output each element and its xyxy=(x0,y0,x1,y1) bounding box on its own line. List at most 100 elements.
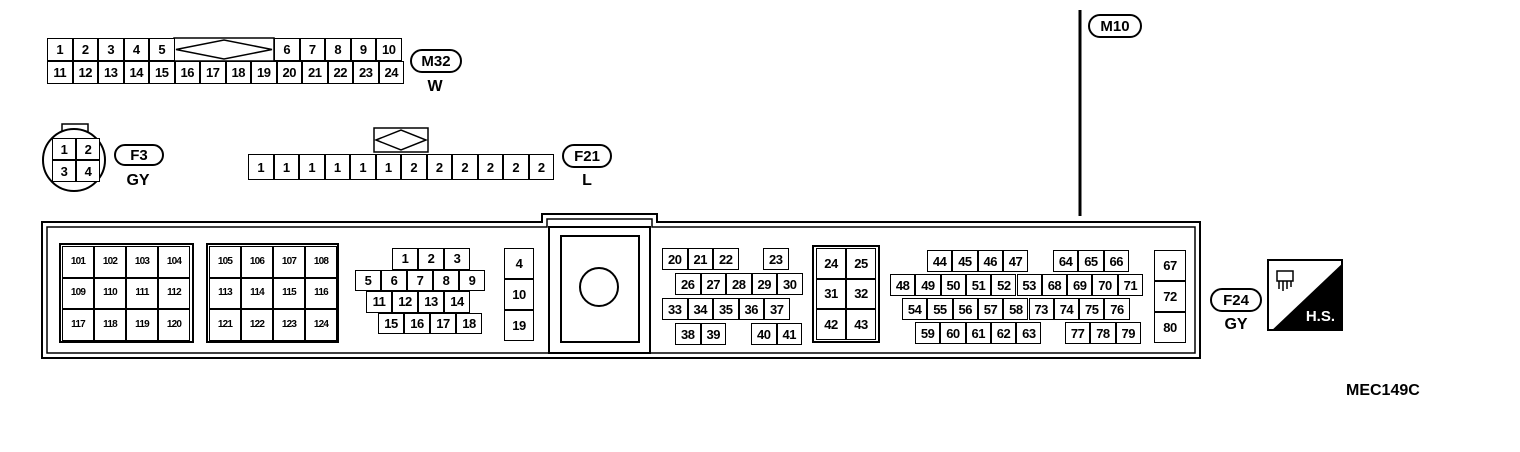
pin-f24-50: 50 xyxy=(940,274,966,296)
m32-key-frame xyxy=(173,37,275,62)
pin-m32-17: 17 xyxy=(200,61,226,84)
pin-f21-4: 1 xyxy=(324,154,350,180)
pin-f24-105: 105 xyxy=(209,246,241,278)
hs-badge: H.S. xyxy=(1267,259,1343,331)
pin-f24-14: 14 xyxy=(444,291,470,313)
pin-m32-13: 13 xyxy=(98,61,124,84)
pin-f21-5: 1 xyxy=(350,154,376,180)
pin-m32-18: 18 xyxy=(225,61,251,84)
pin-f24-19: 19 xyxy=(504,310,534,341)
pin-f21-11: 2 xyxy=(503,154,529,180)
pin-f24-4: 4 xyxy=(504,248,534,279)
f21-key-frame xyxy=(373,127,429,153)
connector-color-f3: GY xyxy=(126,172,150,189)
pin-f24-31: 31 xyxy=(816,278,846,309)
pin-f24-41: 41 xyxy=(776,323,802,345)
pin-f24-71: 71 xyxy=(1117,274,1143,296)
f24-housing-inner xyxy=(46,218,1196,354)
pin-f24-40: 40 xyxy=(751,323,777,345)
pin-f3-1: 1 xyxy=(52,138,76,160)
pin-m32-3: 3 xyxy=(98,38,124,61)
f24-center-bolt xyxy=(579,267,619,307)
pin-f24-44: 44 xyxy=(927,250,953,272)
connector-color-f21: L xyxy=(582,172,592,189)
pin-f24-24: 24 xyxy=(816,248,846,279)
pin-f24-111: 111 xyxy=(126,277,158,309)
pin-f24-59: 59 xyxy=(915,322,941,344)
pin-f21-8: 2 xyxy=(426,154,452,180)
pin-f24-15: 15 xyxy=(378,312,404,334)
pin-f24-17: 17 xyxy=(430,312,456,334)
f24-block-f-frame xyxy=(812,245,880,343)
pin-f24-114: 114 xyxy=(241,277,273,309)
pin-m32-22: 22 xyxy=(327,61,353,84)
pin-f21-9: 2 xyxy=(452,154,478,180)
pin-m32-15: 15 xyxy=(149,61,175,84)
pin-f24-2: 2 xyxy=(418,248,444,270)
f21-key-diamond xyxy=(373,129,429,151)
connector-color-f24: GY xyxy=(1224,316,1248,333)
pin-f24-16: 16 xyxy=(404,312,430,334)
connector-tag-f24: F24 xyxy=(1210,288,1262,312)
pin-f24-113: 113 xyxy=(209,277,241,309)
pin-f24-78: 78 xyxy=(1090,322,1116,344)
pin-f24-55: 55 xyxy=(927,298,953,320)
pin-f24-74: 74 xyxy=(1053,298,1080,320)
connector-icon xyxy=(1271,263,1301,295)
pin-m32-5: 5 xyxy=(149,38,175,61)
pin-m32-6: 6 xyxy=(274,38,300,61)
pin-f24-101: 101 xyxy=(62,246,94,278)
pin-f24-115: 115 xyxy=(273,277,305,309)
pin-f24-60: 60 xyxy=(940,322,966,344)
pin-f24-45: 45 xyxy=(952,250,978,272)
pin-f24-21: 21 xyxy=(687,248,713,270)
pin-m32-8: 8 xyxy=(325,38,351,61)
pin-f24-108: 108 xyxy=(305,246,337,278)
pin-f24-49: 49 xyxy=(915,274,941,296)
pin-f24-12: 12 xyxy=(392,291,418,313)
pin-f24-124: 124 xyxy=(305,309,337,341)
pin-f24-46: 46 xyxy=(977,250,1003,272)
pin-f24-122: 122 xyxy=(241,309,273,341)
pin-f24-70: 70 xyxy=(1092,274,1118,296)
pin-f24-117: 117 xyxy=(62,309,94,341)
pin-f24-26: 26 xyxy=(675,273,701,295)
pin-f24-11: 11 xyxy=(366,291,392,313)
pin-f24-22: 22 xyxy=(713,248,739,270)
pin-f24-29: 29 xyxy=(751,273,777,295)
pin-m32-20: 20 xyxy=(276,61,302,84)
pin-f24-23: 23 xyxy=(763,248,789,270)
pin-f24-77: 77 xyxy=(1065,322,1091,344)
pin-f24-57: 57 xyxy=(977,298,1004,320)
f24-block-a-frame xyxy=(59,243,194,343)
pin-f24-58: 58 xyxy=(1003,298,1029,320)
pin-f24-106: 106 xyxy=(241,246,273,278)
connector-tag-f21: F21 xyxy=(562,144,612,168)
pin-f24-35: 35 xyxy=(713,298,739,320)
pin-m32-7: 7 xyxy=(299,38,325,61)
pin-f24-36: 36 xyxy=(738,298,764,320)
pin-m32-2: 2 xyxy=(72,38,98,61)
pin-f24-62: 62 xyxy=(990,322,1017,344)
pin-m32-10: 10 xyxy=(376,38,402,61)
pin-f24-109: 109 xyxy=(62,277,94,309)
pin-f24-103: 103 xyxy=(126,246,158,278)
pin-f24-7: 7 xyxy=(407,269,433,291)
pin-f24-43: 43 xyxy=(846,309,876,340)
hs-badge-label: H.S. xyxy=(1305,308,1335,325)
pin-f24-32: 32 xyxy=(846,278,876,309)
pin-f24-51: 51 xyxy=(965,274,992,296)
f24-block-b-frame xyxy=(206,243,339,343)
pin-f24-13: 13 xyxy=(418,291,444,313)
pin-f24-112: 112 xyxy=(158,277,190,309)
pin-f24-68: 68 xyxy=(1041,274,1068,296)
pin-f24-37: 37 xyxy=(764,298,790,320)
pin-f24-66: 66 xyxy=(1103,250,1129,272)
pin-m32-14: 14 xyxy=(123,61,149,84)
pin-f24-27: 27 xyxy=(700,273,726,295)
pin-f21-10: 2 xyxy=(477,154,503,180)
pin-f24-102: 102 xyxy=(94,246,126,278)
pin-m32-11: 11 xyxy=(47,61,73,84)
pin-f21-7: 2 xyxy=(401,154,427,180)
pin-m32-12: 12 xyxy=(72,61,98,84)
